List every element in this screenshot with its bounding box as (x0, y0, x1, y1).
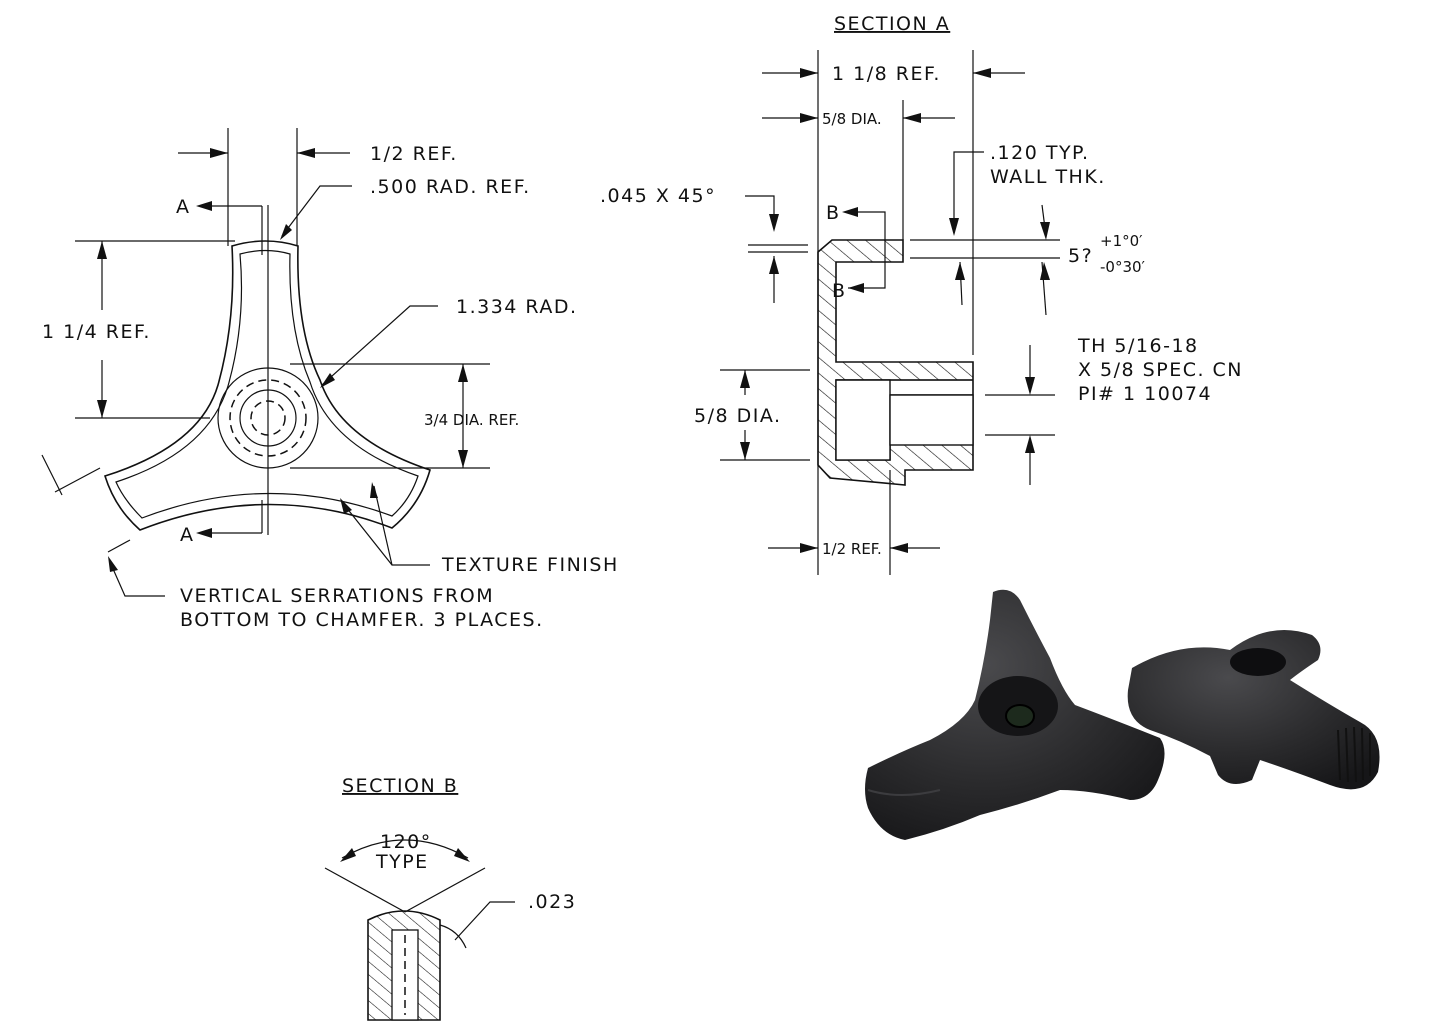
angle-label: 5? (1068, 245, 1093, 267)
section-b-title: SECTION B (342, 775, 458, 797)
top-view: A A 1/2 REF. .500 RAD. REF. 1 1/4 REF. 1… (41, 128, 619, 631)
thread-line-1: TH 5/16-18 (1077, 335, 1199, 357)
serrations-line-1: VERTICAL SERRATIONS FROM (180, 585, 494, 607)
top-dia-label: 5/8 DIA. (822, 110, 882, 128)
section-a-marker-bottom: A (180, 524, 195, 546)
section-b: SECTION B 120° TYPE .023 (324, 775, 576, 1021)
section-b-marker-bottom: B (832, 280, 847, 302)
wall-typ-label: .120 TYP. (990, 142, 1090, 164)
dia-ref-label: 3/4 DIA. REF. (424, 411, 519, 429)
width-ref-label: 1 1/8 REF. (832, 63, 941, 85)
height-ref-label: 1 1/4 REF. (42, 321, 151, 343)
section-a: SECTION A 1 1/8 REF. 5/8 DIA. .120 TYP. … (600, 13, 1243, 575)
section-b-marker-top: B (826, 202, 841, 224)
knob-photo-back (1127, 630, 1380, 790)
bottom-half-ref: 1/2 REF. (822, 540, 882, 558)
product-photo (865, 589, 1380, 840)
top-half-ref: 1/2 REF. (370, 143, 458, 165)
depth-label: .023 (528, 891, 576, 913)
section-a-title: SECTION A (834, 13, 950, 35)
rad-ref-label: .500 RAD. REF. (370, 176, 531, 198)
serrations-line-2: BOTTOM TO CHAMFER. 3 PLACES. (180, 609, 544, 631)
section-b-type: TYPE (375, 851, 429, 873)
thread-line-2: X 5/8 SPEC. CN (1078, 359, 1243, 381)
bottom-dia-label: 5/8 DIA. (694, 405, 782, 427)
thread-line-3: PI# 1 10074 (1078, 383, 1212, 405)
rad-label: 1.334 RAD. (456, 296, 578, 318)
knob-inner-outline (115, 249, 419, 519)
texture-finish-label: TEXTURE FINISH (441, 554, 619, 576)
section-b-angle: 120° (380, 831, 432, 853)
section-a-marker-top: A (176, 196, 191, 218)
knob-photo-front (865, 589, 1165, 840)
wall-thk-label: WALL THK. (990, 166, 1106, 188)
knob-outline (103, 240, 431, 531)
angle-minus-label: -0°30′ (1100, 258, 1146, 276)
chamfer-label: .045 X 45° (600, 185, 716, 207)
angle-plus-label: +1°0′ (1100, 232, 1143, 250)
